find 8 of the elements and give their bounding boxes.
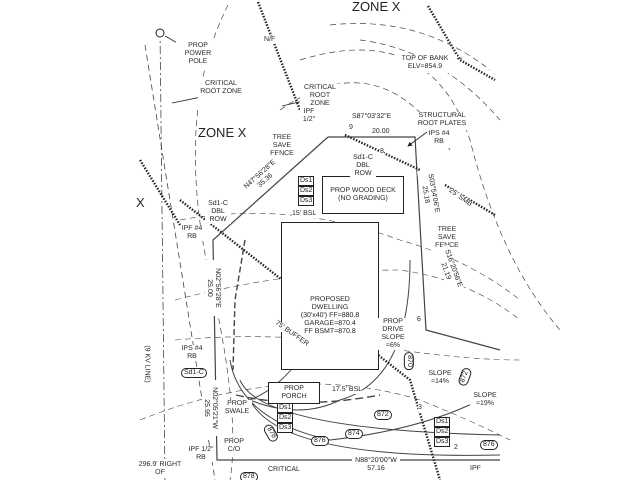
leader-line bbox=[172, 97, 198, 104]
leader-line bbox=[282, 101, 300, 106]
zone-label: X bbox=[136, 196, 145, 210]
leader-line bbox=[164, 36, 176, 43]
circle-symbol bbox=[155, 28, 165, 38]
zone-label: ZONE X bbox=[198, 126, 246, 140]
zone-label: ZONE X bbox=[352, 0, 400, 14]
leader-line bbox=[456, 58, 462, 60]
